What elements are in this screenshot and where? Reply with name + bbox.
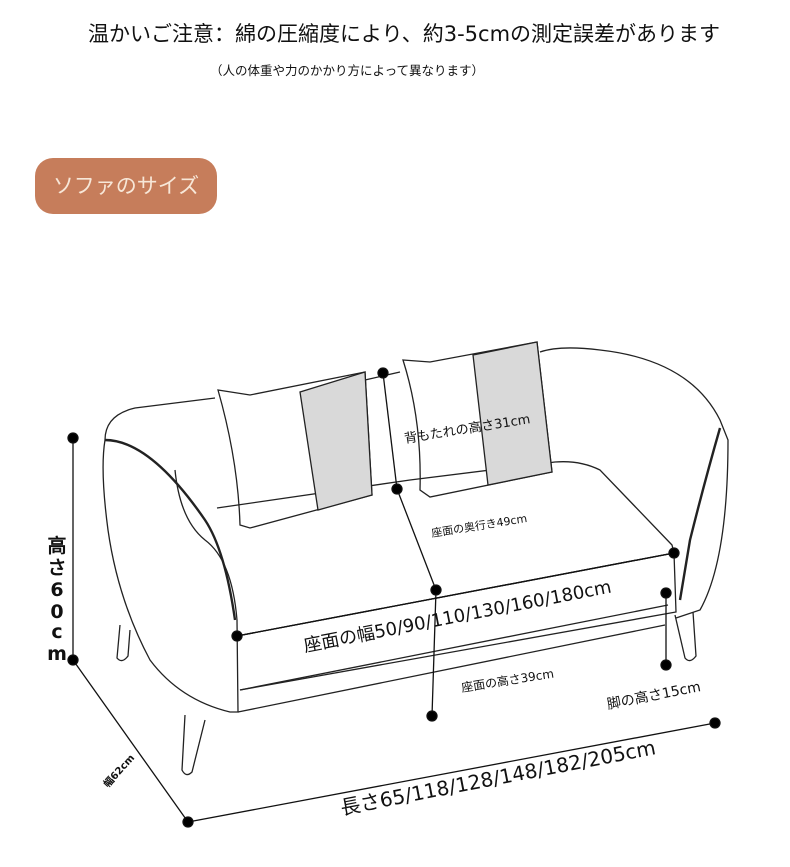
dimension-dot xyxy=(67,432,79,444)
height-label-char: さ xyxy=(47,557,66,579)
dimension-dot xyxy=(660,587,672,599)
dimension-dot xyxy=(668,547,680,559)
depth-label: 幅62cm xyxy=(101,751,138,790)
dimension-dot xyxy=(377,367,389,379)
length-line xyxy=(187,722,716,823)
backrest-line xyxy=(382,372,398,490)
length-label: 長さ65/118/128/148/182/205cm xyxy=(338,735,657,820)
height-label-char: c xyxy=(51,621,62,643)
dimension-dot xyxy=(660,659,672,671)
seat-height-label: 座面の高さ39cm xyxy=(460,666,555,695)
measurement-subnotice: （人の体重や力のかかり方によって異なります） xyxy=(210,63,485,78)
depth-line xyxy=(72,659,189,823)
dimension-dot xyxy=(231,630,243,642)
dimension-lines xyxy=(67,367,721,828)
dimension-dot xyxy=(182,816,194,828)
seat-depth-line xyxy=(396,488,437,591)
leg-height-label: 脚の高さ15cm xyxy=(606,678,703,713)
height-label-char: m xyxy=(47,643,67,665)
measurement-notice: 温かいご注意：綿の圧縮度により、約3-5cmの測定誤差があります xyxy=(88,22,721,46)
height-label: 高 さ 6 0 c m xyxy=(47,534,67,665)
height-label-char: 0 xyxy=(50,601,63,623)
seat-depth-label: 座面の奥行き49cm xyxy=(430,511,528,540)
height-label-char: 6 xyxy=(50,579,63,601)
dimension-dot xyxy=(391,483,403,495)
dimension-dot xyxy=(709,717,721,729)
dimension-dot xyxy=(430,584,442,596)
section-badge: ソファのサイズ xyxy=(35,158,217,214)
height-label-char: 高 xyxy=(47,534,66,557)
dimension-dot xyxy=(67,654,79,666)
sofa-outline xyxy=(102,341,729,776)
dimension-dot xyxy=(426,710,438,722)
seat-width-line xyxy=(236,552,675,637)
seat-height-line xyxy=(431,589,437,717)
